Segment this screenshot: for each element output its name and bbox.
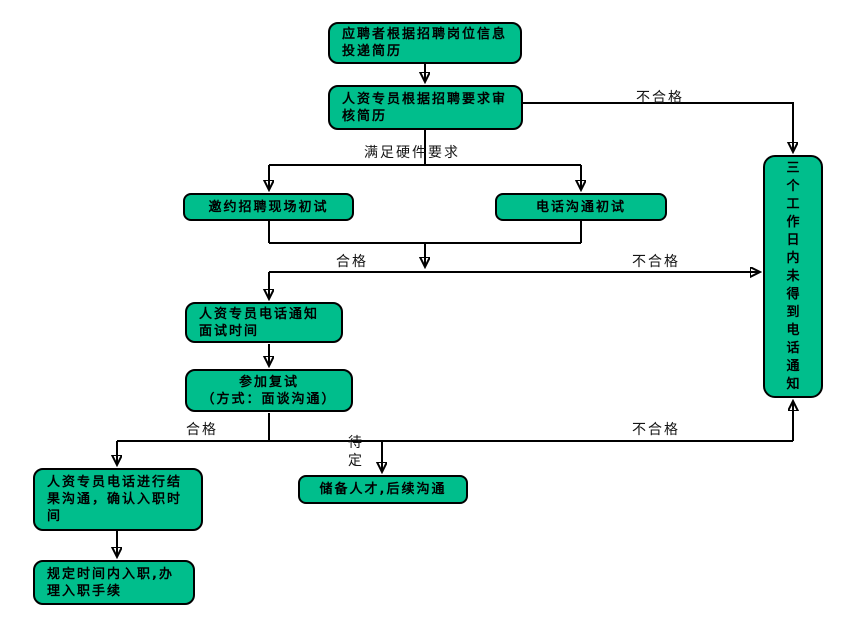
node-result-communication-label: 人资专员电话进行结果沟通，确认入职时间 xyxy=(47,475,183,524)
node-onboarding: 规定时间内入职,办理入职手续 xyxy=(33,560,195,605)
node-no-phone-notice: 三个工作日内未得到电话通知 xyxy=(763,155,823,398)
edge-label-unqualified-top: 不合格 xyxy=(636,90,684,106)
node-talent-reserve-label: 储备人才,后续沟通 xyxy=(319,482,447,497)
node-submit-resume-label: 应聘者根据招聘岗位信息投递简历 xyxy=(342,27,508,59)
edge-label-unqualified-mid: 不合格 xyxy=(632,254,680,270)
edge-label-qualified-bottom: 合格 xyxy=(186,422,218,438)
node-no-phone-notice-label: 三个工作日内未得到电话通知 xyxy=(786,160,800,392)
node-phone-first-interview-label: 电话沟通初试 xyxy=(535,199,626,215)
node-review-resume-label: 人资专员根据招聘要求审核简历 xyxy=(342,91,508,124)
node-result-communication: 人资专员电话进行结果沟通，确认入职时间 xyxy=(33,468,203,531)
node-onsite-first-interview: 邀约招聘现场初试 xyxy=(183,193,354,221)
edge-label-unqualified-bottom: 不合格 xyxy=(632,422,680,438)
node-talent-reserve: 储备人才,后续沟通 xyxy=(298,475,468,504)
node-submit-resume: 应聘者根据招聘岗位信息投递简历 xyxy=(328,22,522,64)
node-phone-first-interview: 电话沟通初试 xyxy=(495,193,667,221)
node-second-interview-line1: 参加复试 xyxy=(238,374,299,390)
node-onboarding-label: 规定时间内入职,办理入职手续 xyxy=(47,566,174,599)
node-second-interview-line2: （方式：面谈沟通） xyxy=(201,391,337,407)
node-second-interview: 参加复试 （方式：面谈沟通） xyxy=(185,369,353,412)
connector-review-unqualified-to-notice xyxy=(523,102,793,151)
node-onsite-first-interview-label: 邀约招聘现场初试 xyxy=(208,199,329,215)
edge-label-pending: 待定 xyxy=(348,435,364,469)
edge-label-qualified-mid: 合格 xyxy=(336,254,368,270)
node-notify-interview-time-label: 人资专员电话通知面试时间 xyxy=(199,306,320,339)
node-notify-interview-time: 人资专员电话通知面试时间 xyxy=(185,302,343,343)
edge-label-meets-hardware-requirements: 满足硬件要求 xyxy=(364,145,460,161)
node-review-resume: 人资专员根据招聘要求审核简历 xyxy=(328,85,523,130)
